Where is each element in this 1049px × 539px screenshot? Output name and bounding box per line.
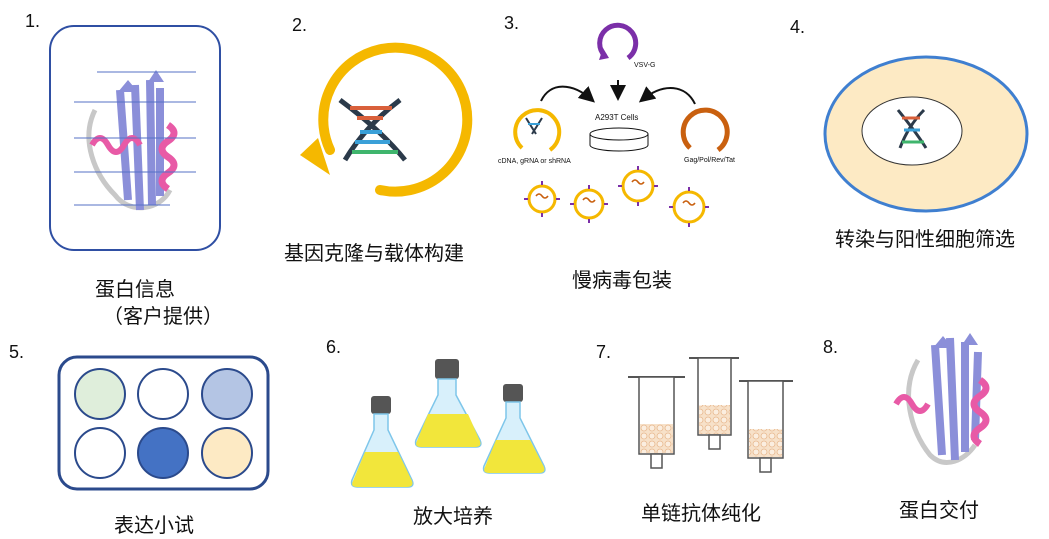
vsvg-plasmid-icon [597,22,639,61]
step-caption-5: 表达小试 [114,513,194,537]
packaging-plasmid-icon [680,107,730,153]
step-caption-6: 放大培养 [413,504,493,528]
vsvg-label: VSV-G [634,62,656,69]
dna-icon [338,98,407,162]
step-number-3: 3. [504,13,520,33]
well-plate-icon [57,355,270,491]
step-caption-7: 单链抗体纯化 [641,501,761,525]
flask-icon [350,359,546,488]
step-caption-2: 基因克隆与载体构建 [284,241,464,265]
protein-info-panel [49,25,221,251]
protein-structure-icon [74,70,196,211]
virus-particle-icon [524,166,709,227]
step-number-6: 6. [326,337,342,357]
step-number-7: 7. [596,342,612,362]
left-arrow-icon [540,85,595,103]
gag-pol-label: Gag/Pol/Rev/Tat [684,157,735,164]
cdna-label: cDNA, gRNA or shRNA [498,158,571,165]
step-number-2: 2. [292,15,308,35]
right-arrow-icon [638,86,696,105]
step-number-5: 5. [9,342,25,362]
step-caption-1: 蛋白信息 [95,277,175,301]
step-number-8: 8. [823,337,839,357]
step-number-1: 1. [25,11,41,31]
transfer-plasmid-icon [513,108,562,152]
cell-icon [823,55,1029,213]
step-number-4: 4. [790,17,806,37]
step-caption-4: 转染与阳性细胞筛选 [835,227,1015,251]
lentivirus-packaging-diagram [513,22,730,227]
step-caption-8: 蛋白交付 [899,498,979,522]
protein-delivery-icon [893,333,990,465]
step-caption-1-note: （客户提供） [103,304,223,328]
petri-dish-icon [589,127,649,152]
a293t-cells-label: A293T Cells [595,113,639,122]
vector-plasmid-icon [300,42,473,197]
column-icon [628,357,793,473]
step-caption-3: 慢病毒包装 [572,268,672,292]
